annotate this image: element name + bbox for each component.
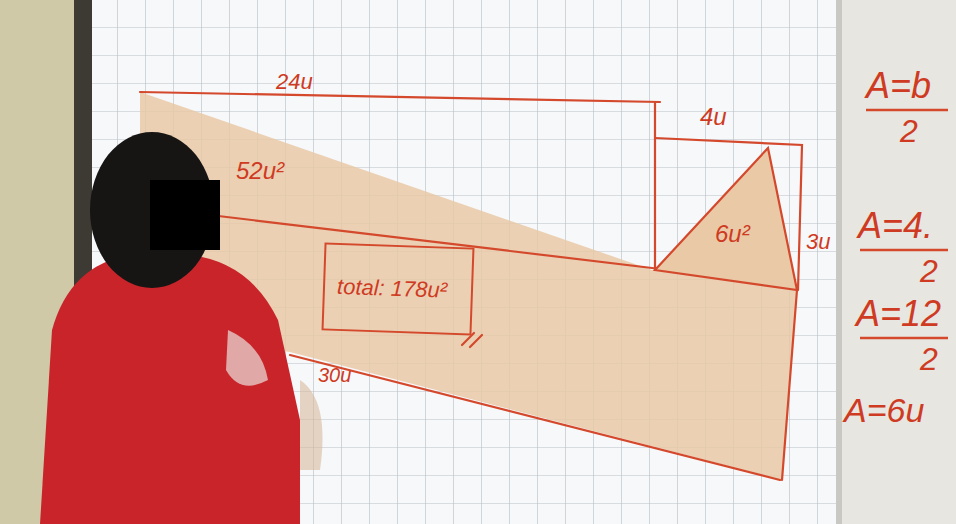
rect-top-right xyxy=(655,138,802,290)
dimension-label: 3u xyxy=(806,230,830,254)
wall xyxy=(840,0,956,524)
triangle-outline xyxy=(655,145,800,292)
formula-text: A=b xyxy=(866,66,931,106)
dimension-label: 4u xyxy=(700,104,727,130)
band-bottom xyxy=(290,355,780,480)
formula-text: A=4. xyxy=(858,206,933,246)
formula-text: A=6u xyxy=(844,392,924,429)
formula-denominator: 2 xyxy=(920,254,938,289)
dimension-label: 24u xyxy=(276,70,313,94)
total-box: total: 178u² xyxy=(322,242,475,335)
dimension-label: 30u xyxy=(318,364,351,386)
formula-denominator: 2 xyxy=(920,342,938,377)
band-right xyxy=(782,290,797,480)
formula-text: A=12 xyxy=(856,294,941,334)
area-value: 52u² xyxy=(236,158,284,184)
area-value: total: 178u² xyxy=(337,275,448,303)
area-region: 52u² xyxy=(228,150,318,197)
area-value: 6u² xyxy=(715,221,750,247)
triangle-shape: 6u² xyxy=(655,145,800,292)
rect-left xyxy=(654,102,656,270)
board-edge xyxy=(836,0,842,524)
formula-denominator: 2 xyxy=(900,114,918,149)
top-line xyxy=(140,92,660,102)
person xyxy=(40,132,323,524)
